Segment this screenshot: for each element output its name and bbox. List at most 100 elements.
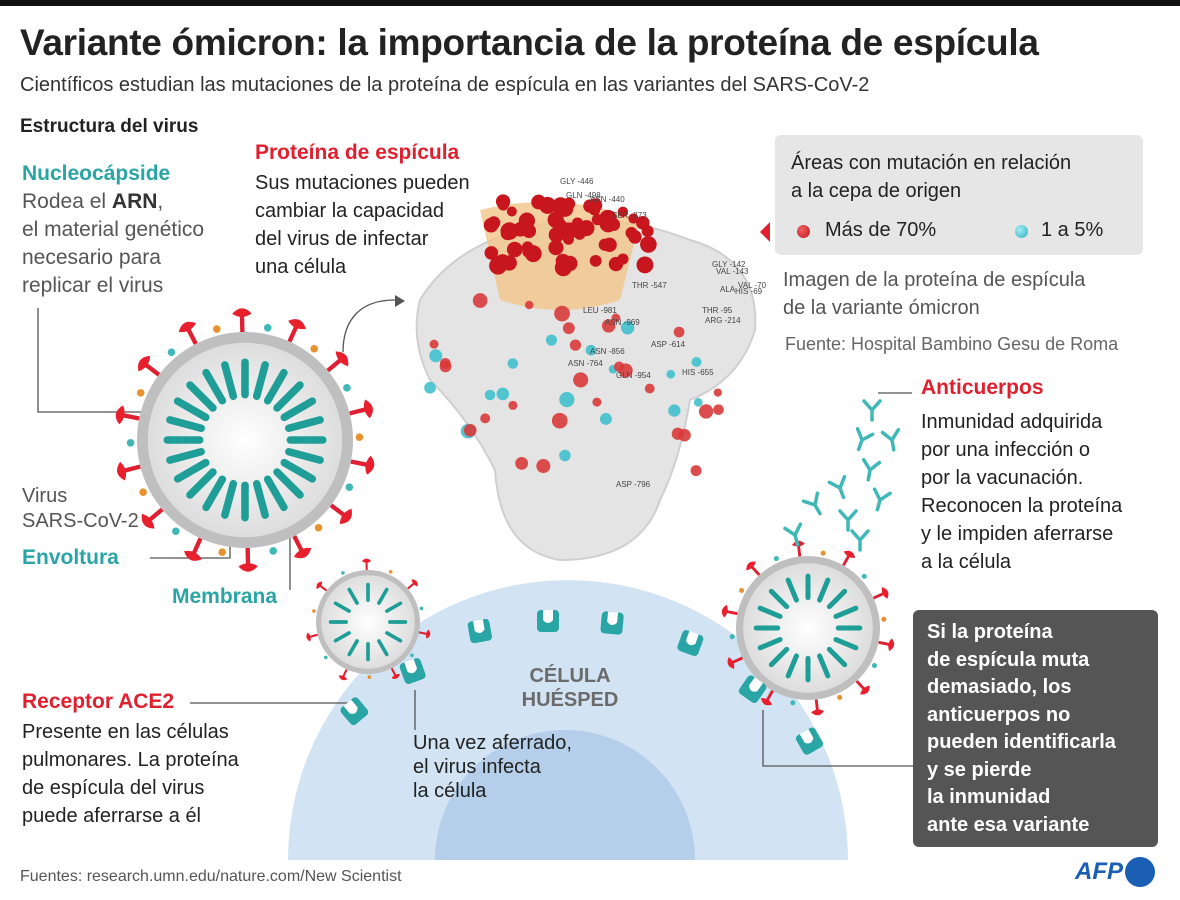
text-line: Imagen de la proteína de espícula	[783, 269, 1086, 291]
spike-icon	[141, 513, 155, 529]
warning-line: y se pierde	[927, 758, 1032, 781]
virus-variant	[721, 540, 895, 716]
protein-residue-label: ASP -796	[616, 480, 651, 489]
spike-icon	[338, 675, 348, 681]
legend-item-low: 1 a 5%	[1041, 219, 1104, 241]
spike-icon	[746, 561, 756, 571]
protein-residue-label: ARG -214	[705, 316, 741, 325]
antibody-icon	[827, 475, 847, 500]
warning-line: Si la proteína	[927, 621, 1053, 643]
antibody-icon	[862, 399, 882, 422]
protein-residue-label: ASN -764	[568, 359, 603, 368]
legend-item-high: Más de 70%	[825, 219, 937, 241]
connector-lines	[37, 299, 913, 767]
membrane-label: Membrana	[172, 585, 278, 608]
protein-residue-label: GLY -142	[712, 260, 746, 269]
spike-icon	[361, 558, 372, 563]
sources-footer: Fuentes: research.umn.edu/nature.com/New…	[20, 868, 402, 885]
spike-icon	[425, 629, 431, 639]
spike-icon	[316, 581, 323, 589]
text-line: por la vacunación.	[921, 467, 1084, 489]
text-line: HUÉSPED	[521, 689, 619, 711]
envelope-label: Envoltura	[22, 546, 119, 569]
protein-residue-label: HIS -655	[682, 368, 714, 377]
spike-icon	[391, 673, 400, 679]
spike-icon	[178, 321, 197, 333]
ace2-receptor-icon	[340, 697, 369, 726]
text: Rodea el	[22, 190, 112, 213]
red-dot-icon	[797, 225, 810, 238]
text-line: el virus infecta	[413, 756, 541, 778]
spike-icon	[843, 550, 856, 558]
protein-residue-label: VAL -143	[716, 267, 749, 276]
text-bold: ARN	[111, 190, 158, 213]
text-line: Una vez aferrado,	[413, 732, 572, 754]
spike-icon	[339, 508, 352, 525]
virus-large	[115, 308, 375, 572]
protein-residue-label: VAL -70	[738, 281, 767, 290]
spike-icon	[232, 308, 252, 317]
spike-icon	[411, 579, 418, 587]
receptor-text: Presente en las células pulmonares. La pr…	[22, 718, 239, 830]
host-cell-nucleus	[435, 730, 695, 860]
antibody-icon	[855, 427, 875, 452]
ace2-receptor-icon	[467, 618, 492, 644]
ace2-receptor-icon	[537, 610, 559, 632]
protein-residue-label: ASN -440	[590, 195, 625, 204]
protein-residue-label: GLY -446	[560, 177, 594, 186]
spike-icon	[881, 587, 889, 599]
ace2-receptor-icon	[795, 727, 824, 755]
text-line: pulmonares. La proteína	[22, 749, 239, 771]
spike-title: Proteína de espícula	[255, 141, 460, 164]
text-line: Inmunidad adquirida	[921, 411, 1103, 433]
text: ,	[157, 190, 164, 213]
protein-residue-label: HIS -69	[735, 287, 763, 296]
antibody-icon	[872, 487, 892, 512]
text-line: y le impiden aferrarse	[921, 523, 1114, 545]
cyan-dot-icon	[1015, 225, 1028, 238]
afp-logo-circle	[1125, 857, 1155, 887]
spike-icon	[860, 685, 870, 695]
legend-title: a la cepa de origen	[791, 180, 962, 202]
warning-line: pueden identificarla	[927, 731, 1116, 753]
text-line: CÉLULA	[529, 665, 611, 687]
nucleocapsid-title: Nucleocápside	[22, 162, 171, 185]
arrow-head-icon	[395, 295, 405, 307]
warning-line: la inmunidad	[927, 786, 1051, 808]
antibody-icon	[880, 427, 901, 452]
section-heading: Estructura del virus	[20, 116, 199, 137]
top-bar	[0, 0, 1180, 6]
spike-icon	[293, 547, 312, 559]
text-line: el material genético	[22, 218, 205, 241]
protein-residue-label: ASP -614	[651, 340, 686, 349]
text-line: Presente en las células	[22, 721, 229, 743]
text-line: Virus	[22, 485, 68, 507]
legend-pointer	[760, 222, 770, 242]
protein-residue-label: GLN -954	[616, 371, 651, 380]
ace2-receptor-icon	[738, 675, 767, 703]
image-source: Fuente: Hospital Bambino Gesu de Roma	[785, 334, 1119, 354]
protein-residue-label: THR -547	[632, 281, 667, 290]
spike-icon	[238, 563, 258, 572]
spike-icon	[335, 351, 349, 367]
warning-box: Si la proteína de espícula muta demasiad…	[913, 610, 1158, 847]
page-title: Variante ómicron: la importancia de la p…	[20, 22, 1039, 63]
protein-residue-label: THR -95	[702, 306, 733, 315]
protein-residue-label: SER -373	[612, 211, 647, 220]
text-line: la célula	[413, 780, 487, 802]
spike-icon	[117, 461, 127, 481]
host-cell	[288, 580, 848, 860]
spike-icon	[363, 399, 373, 419]
afp-logo-text: AFP	[1075, 858, 1123, 885]
antibody-icon	[783, 522, 803, 547]
ace2-receptor-icon	[677, 630, 704, 657]
spike-icon	[115, 405, 125, 425]
text-line: del virus de infectar	[255, 228, 429, 250]
